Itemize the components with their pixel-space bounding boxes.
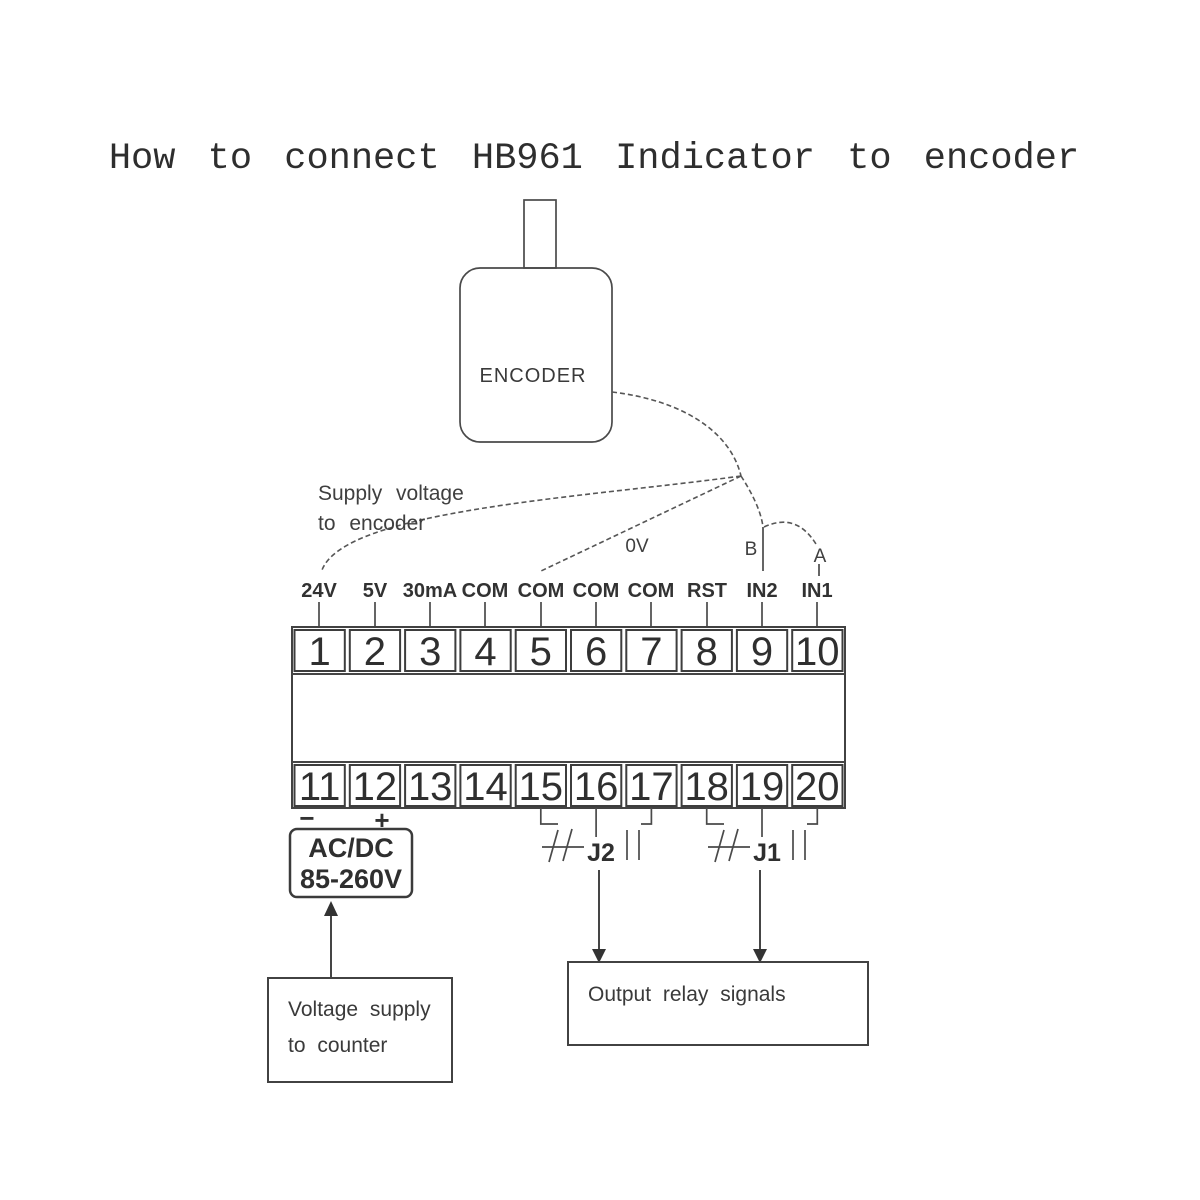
terminal-5: 5 bbox=[530, 630, 552, 674]
relay-j2: J2 bbox=[539, 808, 653, 963]
terminal-10: 10 bbox=[795, 630, 840, 674]
terminal-3: 3 bbox=[419, 630, 441, 674]
terminal-7: 7 bbox=[640, 630, 662, 674]
up-arrowhead bbox=[324, 901, 338, 916]
terminal-6: 6 bbox=[585, 630, 607, 674]
encoder-shaft bbox=[523, 199, 557, 269]
channel-b-wire bbox=[740, 475, 764, 528]
terminal-label-in1: IN1 bbox=[801, 580, 832, 602]
terminal-14: 14 bbox=[463, 765, 508, 809]
relay-j1-label: J1 bbox=[753, 839, 781, 867]
minus-sign: − bbox=[299, 803, 314, 833]
terminal-label-com-2: COM bbox=[518, 580, 565, 602]
terminal-4: 4 bbox=[474, 630, 496, 674]
terminal-block: 1 2 3 4 5 6 7 8 9 10 11 12 13 14 bbox=[291, 626, 846, 809]
supply-arrow bbox=[324, 901, 338, 978]
channel-a-wire bbox=[763, 521, 817, 545]
relay-j2-label: J2 bbox=[587, 839, 615, 867]
terminal-16: 16 bbox=[574, 765, 619, 809]
encoder-symbol: ENCODER bbox=[459, 199, 613, 443]
terminal-label-30ma: 30mA bbox=[403, 580, 457, 602]
terminal-label-5v: 5V bbox=[363, 580, 388, 602]
zero-volt-wire-to-com bbox=[540, 475, 742, 572]
page-title: How to connect HB961 Indicator to encode… bbox=[109, 138, 1079, 180]
j1-down-arrowhead bbox=[753, 949, 767, 963]
terminal-18: 18 bbox=[684, 765, 729, 809]
terminal-label-com-3: COM bbox=[573, 580, 620, 602]
power-box-line2: 85-260V bbox=[300, 864, 402, 894]
terminal-2: 2 bbox=[364, 630, 386, 674]
encoder-body bbox=[459, 267, 613, 443]
terminal-label-com-1: COM bbox=[462, 580, 509, 602]
encoder-label: ENCODER bbox=[479, 365, 586, 387]
terminal-row-bottom: 11 12 13 14 15 16 17 18 19 20 bbox=[293, 764, 844, 809]
terminal-8: 8 bbox=[696, 630, 718, 674]
terminal-17: 17 bbox=[629, 765, 674, 809]
terminal-19: 19 bbox=[740, 765, 785, 809]
encoder-wires: Supply voltage to encoder 0V B A bbox=[318, 391, 827, 576]
terminal-15: 15 bbox=[519, 765, 564, 809]
zero-volt-label: 0V bbox=[625, 536, 649, 557]
terminal-9: 9 bbox=[751, 630, 773, 674]
voltage-supply-box: Voltage supply to counter bbox=[267, 977, 453, 1083]
channel-a-label: A bbox=[814, 546, 827, 567]
voltage-supply-line2: to counter bbox=[288, 1034, 387, 1057]
voltage-supply-line1: Voltage supply bbox=[288, 998, 431, 1021]
terminal-label-in2: IN2 bbox=[746, 580, 777, 602]
terminal-row-top: 1 2 3 4 5 6 7 8 9 10 bbox=[293, 629, 844, 674]
encoder-cable-arc bbox=[611, 391, 742, 477]
terminal-11: 11 bbox=[299, 765, 341, 809]
supply-annotation-line2: to encoder bbox=[318, 512, 425, 535]
relay-j1: J1 bbox=[705, 808, 819, 963]
output-box-label: Output relay signals bbox=[588, 983, 786, 1006]
supply-annotation-line1: Supply voltage bbox=[318, 482, 464, 505]
terminal-name-row: 24V 5V 30mA COM COM COM COM RST IN2 IN1 bbox=[301, 580, 833, 628]
plus-sign: + bbox=[374, 805, 389, 835]
channel-b-label: B bbox=[745, 539, 758, 560]
power-box-line1: AC/DC bbox=[308, 833, 394, 863]
terminal-label-rst: RST bbox=[687, 580, 727, 602]
power-box: AC/DC 85-260V bbox=[288, 827, 414, 899]
terminal-label-com-4: COM bbox=[628, 580, 675, 602]
j2-down-arrowhead bbox=[592, 949, 606, 963]
terminal-12: 12 bbox=[353, 765, 398, 809]
output-box: Output relay signals bbox=[567, 961, 869, 1046]
terminal-label-24v: 24V bbox=[301, 580, 337, 602]
terminal-ticks bbox=[318, 602, 818, 628]
terminal-20: 20 bbox=[795, 765, 840, 809]
terminal-1: 1 bbox=[308, 630, 330, 674]
terminal-13: 13 bbox=[408, 765, 453, 809]
